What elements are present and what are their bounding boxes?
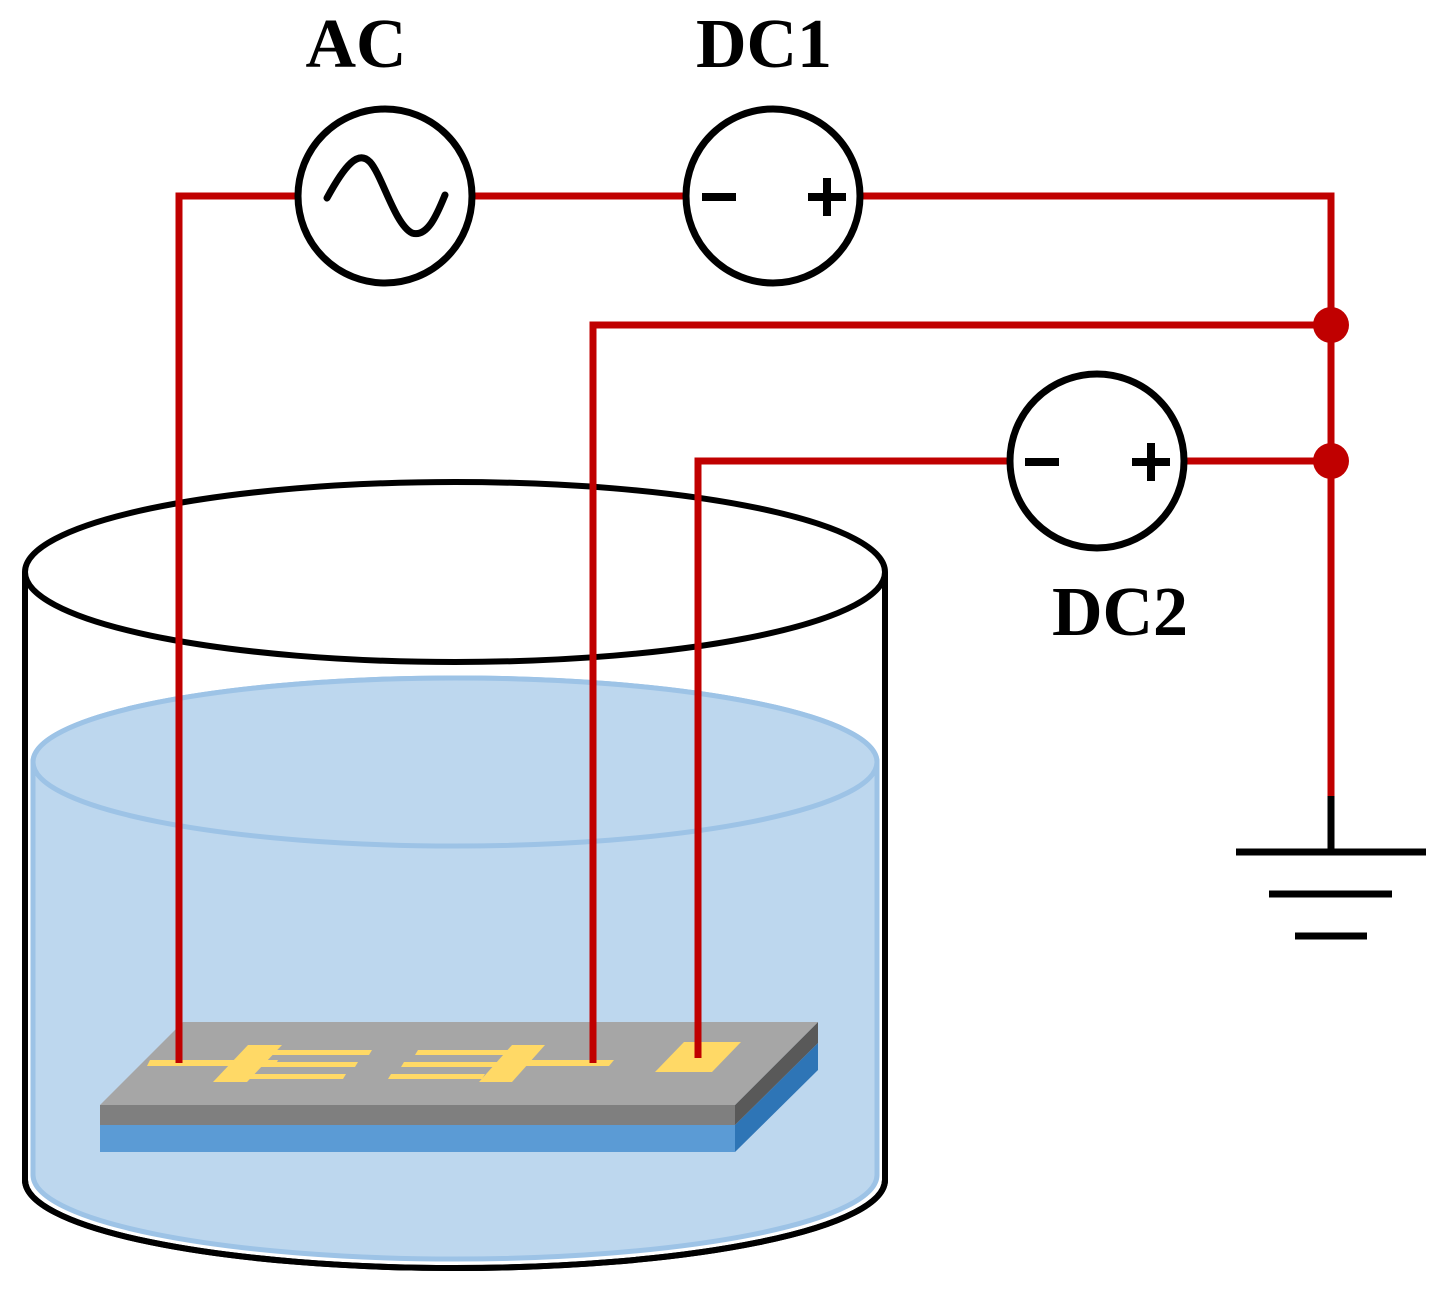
electrode-middle (388, 1045, 614, 1082)
wire-left-probe (175, 192, 298, 1063)
junction-dot-icon (1313, 307, 1349, 343)
chip-substrate-front (100, 1125, 735, 1152)
dc2-label: DC2 (1052, 574, 1188, 651)
wires (175, 192, 1335, 1063)
dc2-source (1006, 370, 1188, 552)
wire-dc1-bus (861, 192, 1335, 796)
chip-substrate-side (735, 1043, 818, 1152)
electrode-left (147, 1045, 372, 1082)
ac-source (294, 105, 476, 287)
dc1-label: DC1 (696, 6, 832, 83)
chip-layer-front (100, 1105, 735, 1125)
plus-icon (808, 178, 846, 216)
dc1-source (682, 105, 864, 287)
dc1-source-circle (682, 105, 864, 287)
sine-wave-icon (323, 154, 449, 237)
liquid-surface (30, 675, 880, 849)
ground-icon (1236, 796, 1426, 940)
junction-dot-icon (1313, 443, 1349, 479)
dc2-source-circle (1006, 370, 1188, 552)
beaker-top-rim (22, 479, 888, 665)
chip-layer-side (735, 1022, 818, 1125)
chip (100, 1022, 818, 1152)
beaker-bottom-rim (22, 1179, 888, 1271)
plus-icon (1132, 443, 1170, 481)
wire-right-probe (694, 457, 1009, 1058)
wire-middle-probe (589, 321, 1331, 1063)
ac-label: AC (305, 6, 406, 83)
